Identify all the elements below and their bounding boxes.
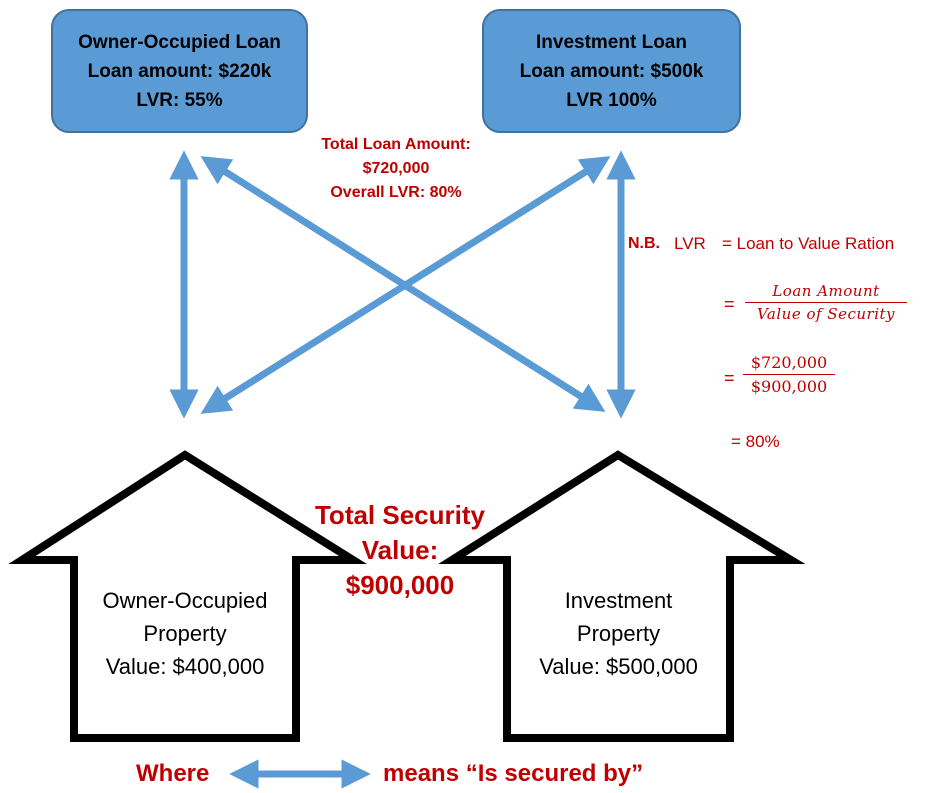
investment-property-value: Value: $500,000	[539, 654, 698, 679]
note-definition: = Loan to Value Ration	[722, 234, 895, 253]
owner-property-line2: Property	[143, 621, 227, 646]
total-loan-label: Total Loan Amount:	[321, 136, 471, 153]
legend-means: means “Is secured by”	[383, 760, 644, 787]
note-result: = 80%	[731, 432, 780, 451]
total-loan-value: $720,000	[362, 160, 430, 177]
owner-property-house	[8, 450, 367, 742]
investment-property-line1: Investment	[564, 588, 673, 613]
owner-property-text: Owner-Occupied Property Value: $400,000	[74, 584, 296, 683]
investment-property-house	[438, 450, 806, 742]
note-nb: N.B.	[628, 235, 660, 252]
owner-occupied-loan-box: Owner-Occupied Loan Loan amount: $220k L…	[51, 9, 308, 133]
fraction-formula: Loan Amount Value of Security	[745, 282, 907, 323]
legend-where: Where	[136, 760, 210, 787]
fraction-values-numerator: $720,000	[743, 353, 835, 375]
note-eq-1: =	[724, 294, 735, 314]
fraction-denominator: Value of Security	[756, 305, 896, 323]
owner-property-line1: Owner-Occupied	[102, 588, 268, 613]
investment-loan-title: Investment Loan	[536, 31, 687, 53]
note-lvr: LVR	[674, 234, 706, 253]
owner-loan-lvr: LVR: 55%	[136, 89, 223, 111]
fraction-numerator: Loan Amount	[745, 282, 907, 303]
investment-loan-amount: Loan amount: $500k	[519, 60, 704, 82]
investment-property-text: Investment Property Value: $500,000	[507, 584, 730, 683]
fraction-values: $720,000 $900,000	[743, 353, 835, 396]
total-security-label-2: Value:	[361, 535, 439, 565]
total-loan-block: Total Loan Amount: $720,000 Overall LVR:…	[300, 133, 492, 205]
total-security-value: $900,000	[345, 570, 455, 600]
fraction-values-denominator: $900,000	[750, 377, 828, 396]
investment-loan-lvr: LVR 100%	[566, 89, 657, 111]
owner-loan-title: Owner-Occupied Loan	[78, 31, 281, 53]
owner-loan-amount: Loan amount: $220k	[87, 60, 272, 82]
total-security-block: Total Security Value: $900,000	[300, 498, 500, 603]
owner-property-value: Value: $400,000	[105, 654, 265, 679]
note-eq-2: =	[724, 368, 735, 388]
investment-property-line2: Property	[576, 621, 661, 646]
overall-lvr: Overall LVR: 80%	[330, 184, 462, 201]
total-security-label: Total Security	[314, 500, 485, 530]
investment-loan-box: Investment Loan Loan amount: $500k LVR 1…	[482, 9, 741, 133]
arrow-investment-loan-to-owner-property	[200, 156, 611, 414]
